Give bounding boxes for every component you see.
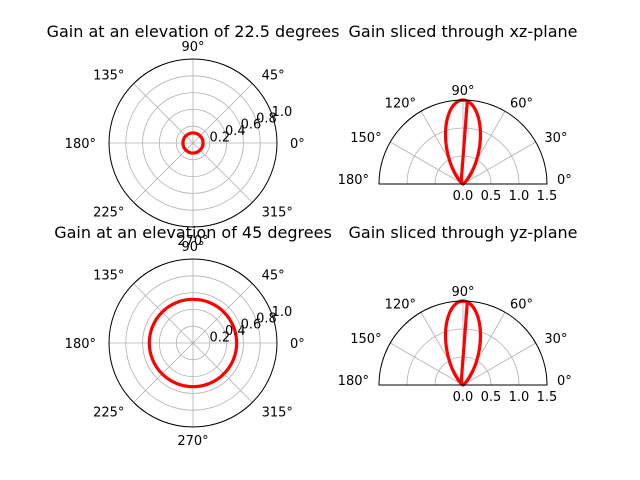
plot-1-angle-tick-label: 225°: [93, 206, 124, 221]
plot-3-tick-labels: 0.20.40.60.81.0 0° 45° 90° 135° 180° 225° 270° 3…: [65, 240, 305, 449]
plot-1-grid: [109, 59, 277, 227]
plot-1-series: [181, 131, 205, 155]
plot-4-angle-tick-label: 90°: [451, 285, 474, 300]
plot-4-frame: [378, 300, 548, 386]
plot-4-angular-gridline: [420, 312, 464, 386]
plot-3-radial-tick-label: 0.2: [210, 331, 231, 346]
plot-1-angle-tick-label: 135°: [93, 68, 124, 83]
plot-4-radial-tick-label: 0.0: [453, 390, 474, 405]
plot-2-radial-tick-label: 1.5: [537, 189, 558, 204]
plot-3-series: [147, 297, 239, 389]
plot-2-frame-outline: [378, 99, 548, 185]
plot-2-angular-gridline: [462, 141, 536, 185]
plot-3-gain-curve: [147, 297, 239, 389]
plot-2-angle-tick-label: 120°: [385, 97, 416, 112]
plot-1-angular-gridline: [133, 142, 194, 203]
plot-4-tick-labels: 0.0 0.5 1.0 1.50° 30° 60° 90° 120° 150° 180°: [338, 285, 572, 405]
plot-2-gain-lobe-axis: [459, 99, 469, 185]
plot-3-angle-tick-label: 315°: [262, 406, 293, 421]
plot-4-radial-tick-label: 1.0: [509, 390, 530, 405]
plot-1-radial-tick-label: 0.6: [241, 118, 262, 133]
polar-plot-3: 0.20.40.60.81.0 0° 45° 90° 135° 180° 225° 270° 3…: [54, 223, 332, 449]
plot-3-angular-gridline: [133, 342, 194, 403]
plot-3-angular-gridline: [192, 283, 253, 344]
plot-4-angle-tick-label: 180°: [338, 374, 369, 389]
polar-plot-2: 0.0 0.5 1.0 1.50° 30° 60° 90° 120° 150° 180° Gain…: [338, 22, 578, 204]
plot-1-radial-tick-label: 0.8: [256, 111, 277, 126]
plot-1-radial-tick-label: 0.2: [210, 131, 231, 146]
plot-3-frame: [108, 258, 278, 428]
plot-4-angle-tick-label: 0°: [557, 374, 572, 389]
plot-2-angle-tick-label: 30°: [544, 131, 567, 146]
plot-1-radial-tick-label: 0.4: [225, 124, 246, 139]
plot-2-angle-tick-label: 180°: [338, 173, 369, 188]
polar-plot-4: 0.0 0.5 1.0 1.50° 30° 60° 90° 120° 150° 180° Gain…: [338, 223, 578, 405]
plot-3-angle-tick-label: 45°: [262, 268, 285, 283]
plot-2-angular-gridline: [420, 111, 464, 185]
plot-2-angle-tick-label: 90°: [451, 84, 474, 99]
plot-1-angle-tick-label: 315°: [262, 206, 293, 221]
plot-1-gain-curve: [181, 131, 205, 155]
plot-4-angular-gridline: [462, 342, 536, 386]
plot-2-angle-tick-label: 60°: [510, 97, 533, 112]
plot-1-angle-tick-label: 0°: [290, 137, 305, 152]
plot-1-radial-tick-label: 1.0: [272, 105, 293, 120]
plot-1-angle-tick-label: 90°: [181, 40, 204, 55]
plot-2-angle-tick-label: 150°: [350, 131, 381, 146]
plot-3-angle-tick-label: 180°: [65, 337, 96, 352]
plot-1-angular-gridline: [133, 83, 194, 144]
plot-3-angular-gridline: [192, 342, 253, 403]
plot-2-angular-gridline: [390, 141, 464, 185]
plot-4-angle-tick-label: 120°: [385, 298, 416, 313]
plot-3-radial-tick-label: 1.0: [272, 305, 293, 320]
plot-3-frame-outline: [108, 258, 278, 428]
plot-4-angular-gridline: [390, 342, 464, 386]
plot-3-title: Gain at an elevation of 45 degrees: [54, 223, 332, 242]
plot-2-angle-tick-label: 0°: [557, 173, 572, 188]
plot-4-angle-tick-label: 150°: [350, 332, 381, 347]
plot-3-angular-gridline: [133, 283, 194, 344]
plot-4-gain-lobe-axis: [459, 300, 469, 386]
polar-plot-1: 0.20.40.60.81.0 0° 45° 90° 135° 180° 225° 270° 3…: [47, 22, 340, 249]
plot-4-title: Gain sliced through yz-plane: [349, 223, 578, 242]
plot-4-angular-gridline: [462, 312, 506, 386]
plot-3-angle-tick-label: 135°: [93, 268, 124, 283]
plot-2-radial-tick-label: 1.0: [509, 189, 530, 204]
plot-1-angle-tick-label: 45°: [262, 68, 285, 83]
plot-3-radial-tick-label: 0.8: [256, 311, 277, 326]
plot-2-radial-tick-label: 0.5: [481, 189, 502, 204]
plot-1-frame: [108, 58, 278, 228]
plot-3-angle-tick-label: 0°: [290, 337, 305, 352]
plot-3-angle-tick-label: 225°: [93, 406, 124, 421]
plot-3-angle-tick-label: 270°: [177, 434, 208, 449]
plot-3-grid: [109, 259, 277, 427]
plot-2-radial-tick-label: 0.0: [453, 189, 474, 204]
plot-2-frame: [378, 99, 548, 185]
plot-4-radial-tick-label: 0.5: [481, 390, 502, 405]
plot-3-angle-tick-label: 90°: [181, 240, 204, 255]
plot-1-title: Gain at an elevation of 22.5 degrees: [47, 22, 340, 41]
plot-2-title: Gain sliced through xz-plane: [349, 22, 578, 41]
plot-4-radial-tick-label: 1.5: [537, 390, 558, 405]
plot-1-angular-gridline: [192, 83, 253, 144]
plot-1-angle-tick-label: 270°: [177, 234, 208, 249]
plot-1-angle-tick-label: 180°: [65, 137, 96, 152]
plot-3-radial-tick-label: 0.6: [241, 318, 262, 333]
plot-2-angular-gridline: [462, 111, 506, 185]
plot-1-tick-labels: 0.20.40.60.81.0 0° 45° 90° 135° 180° 225° 270° 3…: [65, 40, 305, 249]
plot-3-radial-tick-label: 0.4: [225, 324, 246, 339]
plot-2-tick-labels: 0.0 0.5 1.0 1.50° 30° 60° 90° 120° 150° 180°: [338, 84, 572, 204]
plot-4-angle-tick-label: 60°: [510, 298, 533, 313]
plot-4-angle-tick-label: 30°: [544, 332, 567, 347]
plot-4-frame-outline: [378, 300, 548, 386]
plot-1-frame-outline: [108, 58, 278, 228]
plot-1-angular-gridline: [192, 142, 253, 203]
